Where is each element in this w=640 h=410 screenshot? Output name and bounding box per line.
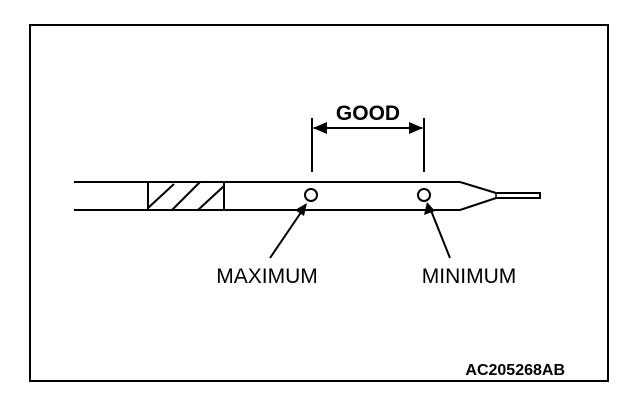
good-range-label: GOOD <box>336 102 400 125</box>
maximum-leader-line <box>269 207 305 259</box>
dipstick <box>74 181 541 211</box>
reference-code: AC205268AB <box>465 362 565 379</box>
grip-hatch-2 <box>171 181 201 211</box>
minimum-label: MINIMUM <box>422 265 516 288</box>
good-arrowhead-left <box>313 122 327 134</box>
minimum-leader-line <box>429 207 451 259</box>
maximum-leader-arrowhead <box>295 203 307 216</box>
diagram-frame <box>29 24 609 382</box>
maximum-label: MAXIMUM <box>216 265 318 288</box>
maximum-hole <box>304 188 318 202</box>
grip-hatch-1 <box>147 183 175 209</box>
good-arrowhead-right <box>409 122 423 134</box>
minimum-leader-arrowhead <box>424 202 435 215</box>
dipstick-tip <box>459 181 541 211</box>
good-range-dimension: GOOD <box>311 102 425 172</box>
minimum-hole <box>417 188 431 202</box>
grip-hatch-3 <box>197 185 225 211</box>
minimum-leader <box>424 202 451 259</box>
maximum-leader <box>269 203 307 259</box>
